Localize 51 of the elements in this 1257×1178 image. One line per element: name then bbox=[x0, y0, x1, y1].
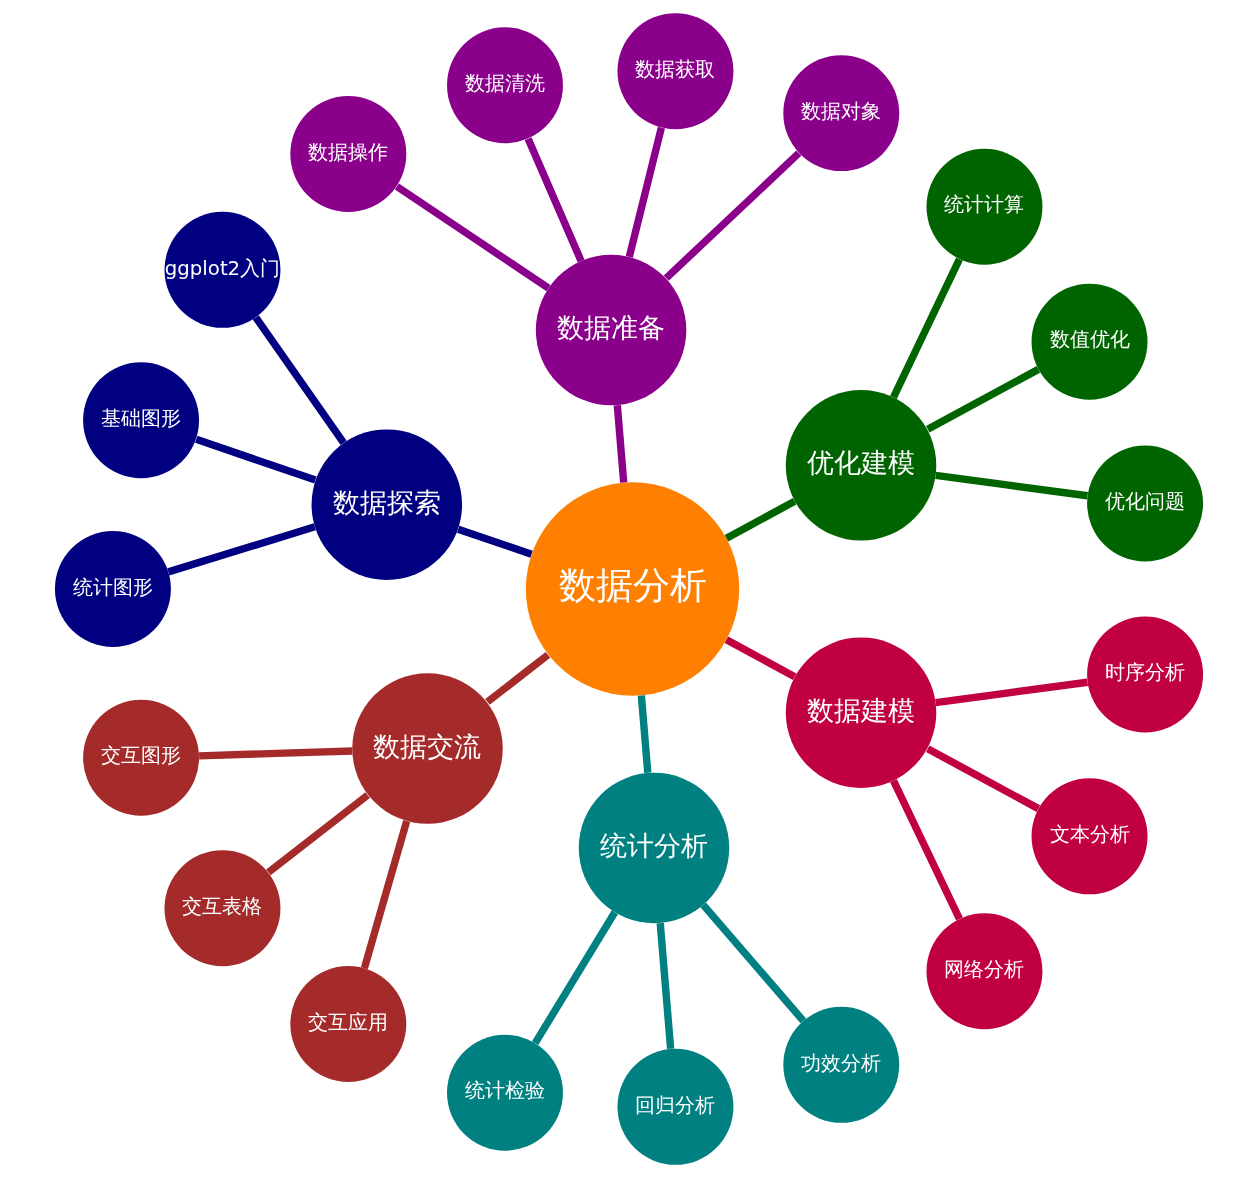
node-circle: 交互应用 bbox=[289, 966, 406, 1082]
connector bbox=[656, 922, 674, 1049]
connector bbox=[637, 695, 651, 774]
node-circle: 优化问题 bbox=[1086, 445, 1203, 562]
node-circle: 数据对象 bbox=[782, 55, 899, 172]
node-circle: 数据操作 bbox=[289, 96, 406, 212]
node-circle: 回归分析 bbox=[616, 1048, 733, 1165]
node-circle: 交互图形 bbox=[82, 699, 199, 816]
connector bbox=[394, 183, 551, 292]
connector bbox=[925, 745, 1040, 812]
connector bbox=[265, 792, 370, 876]
connector bbox=[360, 819, 410, 970]
connector bbox=[198, 747, 352, 760]
node-circle: 数据交流 bbox=[351, 673, 503, 824]
node-circle: 数据建模 bbox=[785, 637, 936, 788]
node-circle: 时序分析 bbox=[1086, 616, 1203, 733]
connector bbox=[724, 498, 796, 542]
connector bbox=[524, 137, 584, 263]
node-circle: 数据获取 bbox=[616, 13, 733, 130]
connector bbox=[889, 779, 963, 921]
node-circle: 统计图形 bbox=[54, 531, 171, 647]
node-circle: 基础图形 bbox=[82, 362, 199, 479]
node-circle: 功效分析 bbox=[782, 1006, 899, 1123]
node-circle: 数值优化 bbox=[1031, 283, 1147, 400]
node-circle: 统计分析 bbox=[578, 772, 729, 924]
connector bbox=[484, 651, 550, 705]
node-circle: 数据分析 bbox=[525, 482, 739, 696]
connector bbox=[625, 126, 665, 258]
connector bbox=[699, 902, 806, 1024]
connector bbox=[613, 404, 627, 483]
connector bbox=[934, 471, 1088, 500]
node-circle: 数据探索 bbox=[311, 429, 462, 580]
connector bbox=[194, 435, 317, 484]
connector bbox=[531, 910, 618, 1046]
node-circle: 交互表格 bbox=[164, 850, 280, 967]
connector bbox=[925, 366, 1040, 433]
connector bbox=[934, 678, 1088, 707]
node-circle: 网络分析 bbox=[926, 913, 1042, 1030]
node-circle: 优化建模 bbox=[785, 390, 936, 541]
connector bbox=[166, 523, 316, 576]
connector bbox=[663, 150, 801, 281]
connector bbox=[724, 636, 796, 680]
node-circle: 数据清洗 bbox=[446, 27, 563, 144]
node-circle: 统计检验 bbox=[446, 1034, 563, 1151]
connector bbox=[252, 315, 347, 446]
connector bbox=[456, 525, 533, 558]
connector bbox=[889, 257, 963, 399]
node-circle: ggplot2入门 bbox=[164, 211, 280, 328]
node-circle: 数据准备 bbox=[535, 254, 686, 406]
node-circle: 统计计算 bbox=[926, 148, 1042, 265]
node-circle: 文本分析 bbox=[1031, 778, 1147, 895]
